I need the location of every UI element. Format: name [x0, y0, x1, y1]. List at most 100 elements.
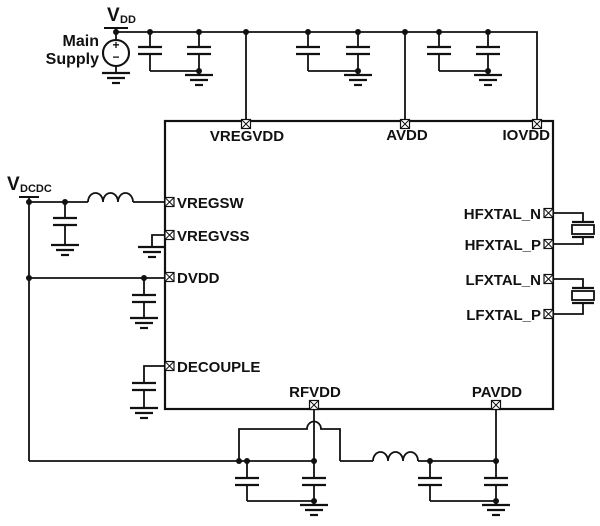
capacitor — [416, 476, 444, 487]
junction-dot — [26, 275, 32, 281]
ground-symbol — [472, 73, 504, 87]
hf-crystal — [553, 212, 596, 245]
ground-symbol — [100, 71, 132, 85]
pair2-wires — [307, 32, 359, 75]
decouple-branch — [128, 365, 165, 420]
ground-symbol — [342, 73, 374, 87]
pin-label-vregvdd: VREGVDD — [210, 128, 284, 145]
ground-symbol — [480, 503, 512, 517]
pin-label-vregsw: VREGSW — [177, 195, 245, 212]
decouple-wires — [143, 365, 165, 408]
crystal-symbol — [570, 286, 596, 305]
junction-dot — [402, 29, 408, 35]
pin-label-hfxtal-n: HFXTAL_N — [464, 206, 541, 223]
capacitor — [233, 476, 261, 487]
pin-label-vregvss: VREGVSS — [177, 228, 250, 245]
junction-dot — [305, 29, 311, 35]
pin-label-lfxtal-p: LFXTAL_P — [466, 307, 541, 324]
ic-body — [163, 119, 555, 411]
pair3-wires — [438, 32, 489, 75]
pin-labels: VREGVDD AVDD IOVDD VREGSW VREGVSS DVDD D… — [177, 127, 550, 401]
pin-label-iovdd: IOVDD — [502, 127, 550, 144]
junction-dot — [244, 458, 250, 464]
pin-decouple — [164, 360, 175, 372]
pin-lfxtal-n — [543, 273, 554, 285]
lf-crystal-wires — [553, 278, 584, 315]
crystal-symbol — [570, 220, 596, 239]
pin-dvdd — [164, 271, 175, 283]
junction-dot — [355, 68, 361, 74]
capacitor — [344, 45, 372, 56]
junction-dot — [147, 29, 153, 35]
junction-dot — [493, 498, 499, 504]
junction-dot — [427, 458, 433, 464]
decoupling-pair-2 — [294, 32, 374, 87]
source-plus-sign: + — [112, 38, 119, 52]
pin-hfxtal-p — [543, 238, 554, 250]
ground-symbol — [298, 503, 330, 517]
main-supply-label-line2: Supply — [46, 51, 99, 68]
junction-dot — [196, 68, 202, 74]
pin-label-hfxtal-p: HFXTAL_P — [465, 237, 541, 254]
junction-dot — [141, 275, 147, 281]
vdd-label-sub: DD — [120, 14, 136, 26]
pin-vregvss — [164, 229, 175, 241]
pavdd-cap-wires — [429, 461, 497, 505]
junction-dot — [196, 29, 202, 35]
main-supply-source: Main Supply + − — [46, 28, 132, 85]
pin-label-decouple: DECOUPLE — [177, 359, 260, 376]
junction-dot — [436, 29, 442, 35]
capacitor — [474, 45, 502, 56]
vdd-net-label: V DD — [104, 5, 136, 30]
junction-dot — [355, 29, 361, 35]
dcdc-inductor — [87, 192, 134, 203]
pair1-wires — [149, 32, 200, 75]
junction-dot — [62, 199, 68, 205]
wire-vdd-rail — [116, 31, 538, 121]
dvdd-branch — [29, 277, 165, 330]
pin-label-pavdd: PAVDD — [472, 384, 522, 401]
pin-hfxtal-n — [543, 207, 554, 219]
ground-symbol — [128, 406, 160, 420]
junction-dot — [485, 29, 491, 35]
pavdd-inductor — [372, 451, 419, 462]
vdcdc-label-sub: DCDC — [20, 183, 52, 195]
rfvdd-cap-wires — [246, 461, 315, 505]
lf-crystal — [553, 278, 596, 315]
pin-rfvdd — [308, 399, 320, 411]
pin-label-rfvdd: RFVDD — [289, 384, 341, 401]
decoupling-pair-1 — [136, 32, 215, 87]
pin-pavdd — [490, 399, 502, 411]
capacitor — [51, 216, 79, 227]
junction-dot — [311, 498, 317, 504]
capacitor — [294, 45, 322, 56]
junction-dot — [493, 458, 499, 464]
junction-dot — [113, 29, 119, 35]
vdcdc-bulk-cap — [49, 202, 81, 257]
capacitor — [130, 293, 158, 304]
capacitor — [136, 45, 164, 56]
ground-symbol — [136, 245, 168, 259]
rfvdd-filter-caps — [233, 461, 330, 517]
pin-label-avdd: AVDD — [386, 127, 428, 144]
pin-vregsw — [164, 196, 175, 208]
junction-dot — [485, 68, 491, 74]
vregvss-wire — [151, 234, 165, 247]
pin-label-lfxtal-n: LFXTAL_N — [465, 272, 541, 289]
capacitor — [300, 476, 328, 487]
junction-dot — [26, 199, 32, 205]
capacitor — [425, 45, 453, 56]
junction-dot — [311, 458, 317, 464]
capacitor — [130, 381, 158, 392]
junction-dot — [243, 29, 249, 35]
ground-symbol — [183, 73, 215, 87]
pin-label-dvdd: DVDD — [177, 270, 220, 287]
hf-crystal-wires — [553, 212, 584, 245]
main-supply-label-line1: Main — [63, 33, 99, 50]
decoupling-pair-3 — [425, 32, 504, 87]
capacitor — [185, 45, 213, 56]
source-minus-sign: − — [112, 50, 119, 64]
ground-symbol — [128, 316, 160, 330]
junction-dots — [26, 29, 499, 504]
